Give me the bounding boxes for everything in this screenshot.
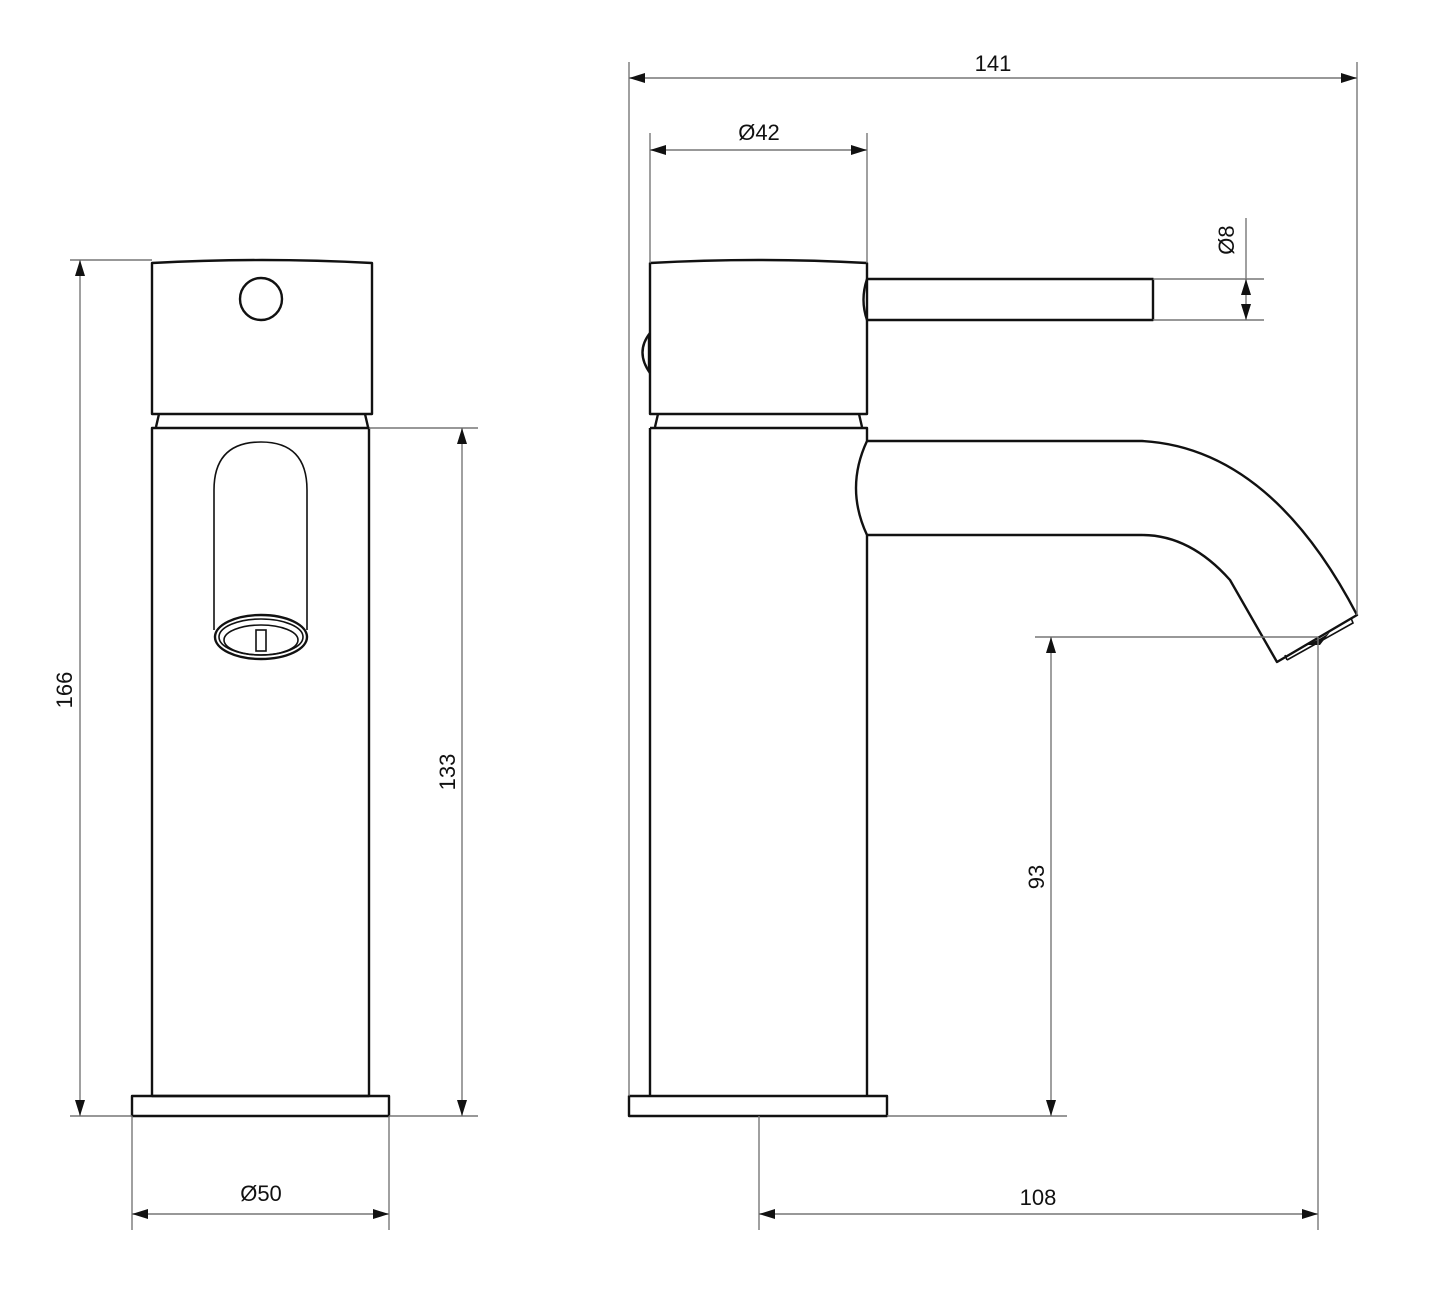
front-base [130,1094,391,1118]
front-spout-outline [213,441,308,630]
dim-total-depth: 141 [975,51,1012,76]
dim-spout-clearance: 93 [1024,865,1049,889]
aerator-inner [223,624,299,656]
dim-spout-reach: 108 [1020,1185,1057,1210]
lever [862,277,1155,322]
dim-total-height: 166 [52,672,77,709]
dim-body-diameter: Ø42 [738,120,780,145]
front-handle-cap [150,258,374,416]
side-view [627,258,1359,1118]
front-dimensions: 166 133 Ø50 [52,259,478,1230]
side-body [648,426,869,1096]
side-handle-cap [648,258,869,416]
aerator-slot [255,629,267,652]
dim-lever-diameter: Ø8 [1214,225,1239,254]
dim-base-diameter: Ø50 [240,1181,282,1206]
side-base [627,1094,889,1118]
front-collar [154,413,370,428]
front-view [130,258,391,1118]
front-body [150,426,371,1098]
aerator-outer [213,613,309,661]
dim-body-height: 133 [435,754,460,791]
side-collar [653,413,864,428]
spout [867,439,1359,664]
lever-hole [238,276,284,322]
spout-aerator [1284,617,1355,661]
side-dimensions: 141 Ø42 Ø8 93 108 [628,51,1358,1230]
